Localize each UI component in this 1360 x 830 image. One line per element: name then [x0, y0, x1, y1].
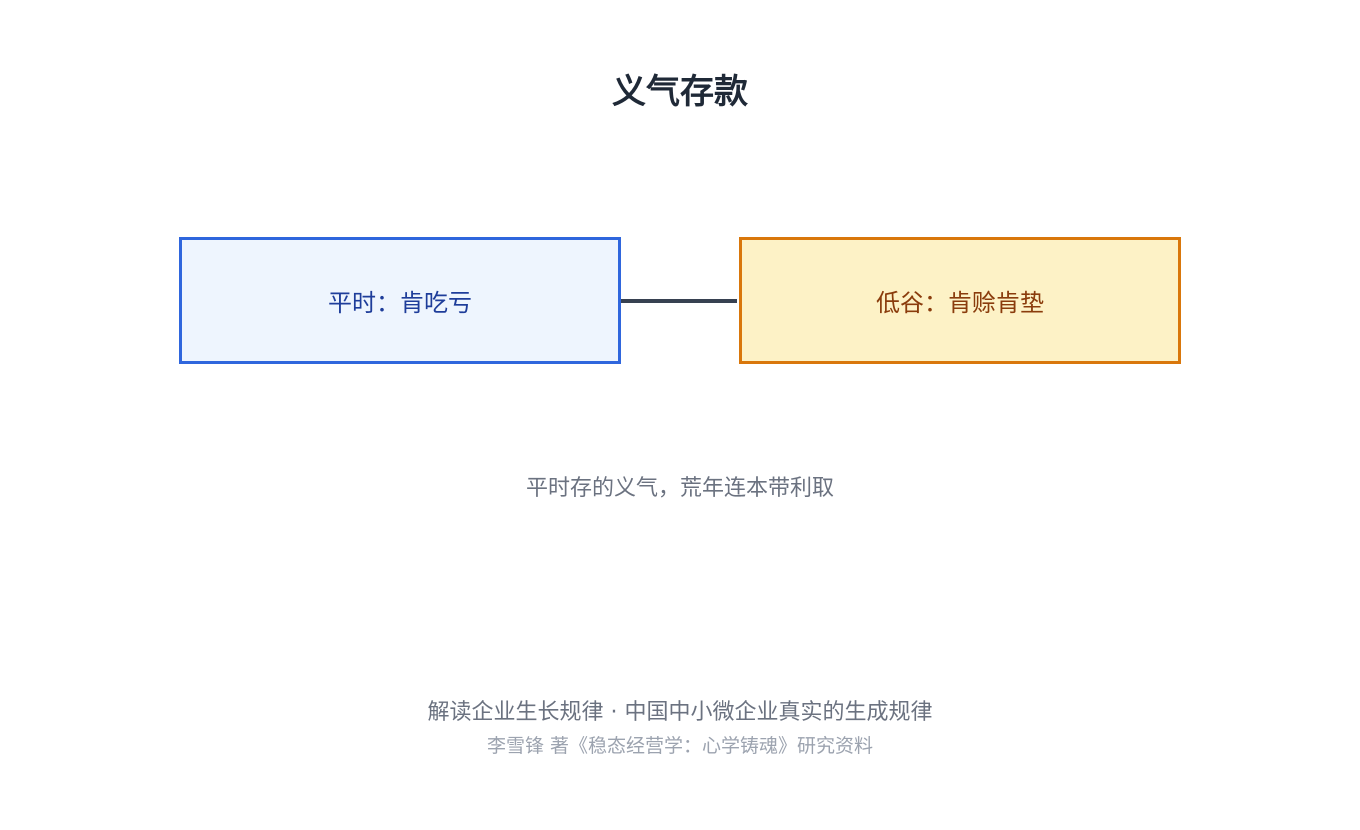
- diagram-title: 义气存款: [612, 72, 748, 112]
- diagram-caption: 平时存的义气，荒年连本带利取: [525, 476, 834, 501]
- left-box-label: 平时：肯吃亏: [328, 289, 472, 317]
- left-box-normal-times: 平时：肯吃亏: [179, 237, 621, 364]
- footer-main-text: 解读企业生长规律 · 中国中小微企业真实的生成规律: [427, 700, 933, 725]
- right-box-low-times: 低谷：肯赊肯垫: [739, 237, 1181, 364]
- footer-sub-text: 李雪锋 著《稳态经营学：心学铸魂》研究资料: [486, 735, 874, 757]
- connector-line: [621, 299, 737, 303]
- right-box-label: 低谷：肯赊肯垫: [876, 289, 1044, 317]
